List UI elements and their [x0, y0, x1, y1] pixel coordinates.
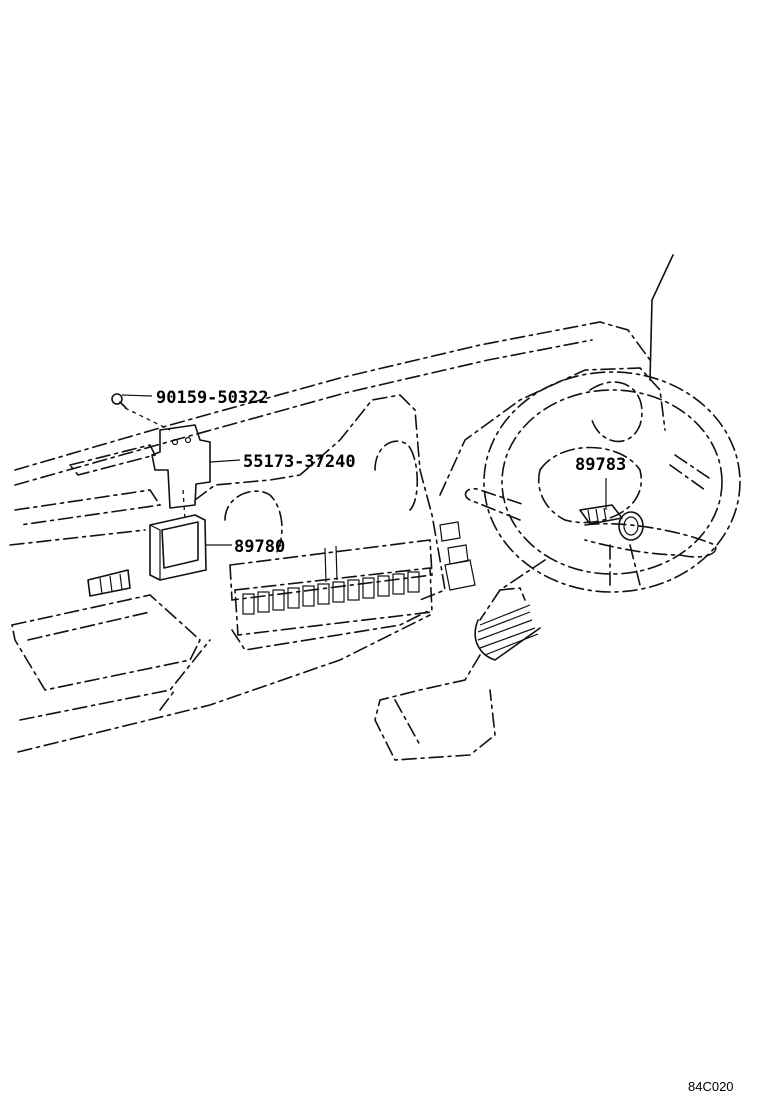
- center-console: [194, 394, 476, 651]
- part-number-screw: 90159-50322: [156, 388, 269, 408]
- part-number-transponder: 89783: [575, 455, 626, 475]
- bracket-part: [151, 424, 241, 521]
- part-number-ecu: 89780: [234, 537, 285, 557]
- part-number-bracket: 55173-37240: [243, 452, 356, 472]
- diagram-code: 84C020: [688, 1079, 734, 1094]
- screw-part: [111, 393, 171, 431]
- transponder-key-coil: [579, 504, 644, 541]
- ecu-part: [149, 514, 232, 581]
- steering-wheel: [464, 371, 741, 593]
- dashboard-outline: [9, 254, 674, 753]
- steering-column: [374, 559, 546, 761]
- instrument-binnacle: [439, 367, 666, 496]
